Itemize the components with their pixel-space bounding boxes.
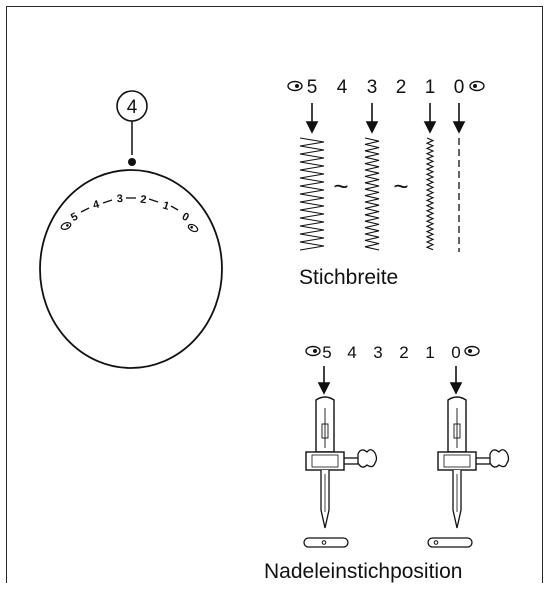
dial-knob[interactable]: [39, 169, 223, 369]
stitch-scale-3: 3: [367, 77, 378, 98]
stitch-width-scale: 5 4 3 2 1 0: [287, 77, 485, 98]
tilde-right: ~: [393, 171, 408, 201]
needle-scale-3: 3: [373, 343, 382, 362]
frame-bottom-cut: [6, 583, 543, 595]
callout-number: 4: [127, 97, 138, 118]
callout-4: 4: [116, 90, 148, 166]
scale-left-oval-icon: [287, 80, 303, 92]
needle-scale-right-oval-icon: [464, 345, 480, 357]
dial-scale-1: 1: [161, 199, 170, 212]
zigzag-width-1: [425, 137, 435, 251]
needle-scale-4: 4: [347, 343, 356, 362]
dial-scale-dashes: [80, 197, 179, 213]
callout-dot: [128, 158, 136, 166]
stitch-width-arrows: [305, 103, 466, 134]
dial-scale-5: 5: [69, 211, 80, 224]
needle-scale-left-oval-icon: [305, 345, 321, 357]
stitch-scale-5: 5: [307, 77, 318, 98]
stitch-scale-4: 4: [337, 77, 348, 98]
stitch-width-dial[interactable]: 5 4 3 2 1 0: [39, 169, 223, 369]
needle-plate-slot-right: [427, 537, 473, 548]
stitch-scale-1: 1: [425, 77, 436, 98]
stitch-scale-2: 2: [396, 77, 407, 98]
stitch-width-title: Stichbreite: [299, 266, 399, 289]
needle-scale-2: 2: [399, 343, 408, 362]
stitch-scale-0: 0: [454, 77, 465, 98]
dial-oval-left-icon: [60, 222, 72, 230]
dial-scale-0: 0: [180, 211, 191, 224]
needle-scale-5: 5: [322, 343, 331, 362]
needle-position-arrows: [317, 366, 463, 395]
needle-position-title: Nadeleinstichposition: [264, 560, 463, 583]
needle-position-scale: 5 4 3 2 1 0: [305, 343, 480, 362]
tilde-left: ~: [333, 171, 348, 201]
dial-scale-4: 4: [92, 198, 102, 211]
needle-scale-1: 1: [425, 343, 434, 362]
dial-scale-2: 2: [140, 194, 147, 207]
dial-scale-3: 3: [116, 193, 123, 205]
needle-left-position: [303, 396, 378, 548]
needle-scale-0: 0: [451, 343, 460, 362]
dial-oval-right-icon: [187, 223, 199, 233]
needle-right-position: [427, 396, 510, 548]
scale-right-oval-icon: [469, 80, 485, 92]
zigzag-width-5: [299, 137, 325, 251]
zigzag-width-3: [364, 137, 380, 251]
